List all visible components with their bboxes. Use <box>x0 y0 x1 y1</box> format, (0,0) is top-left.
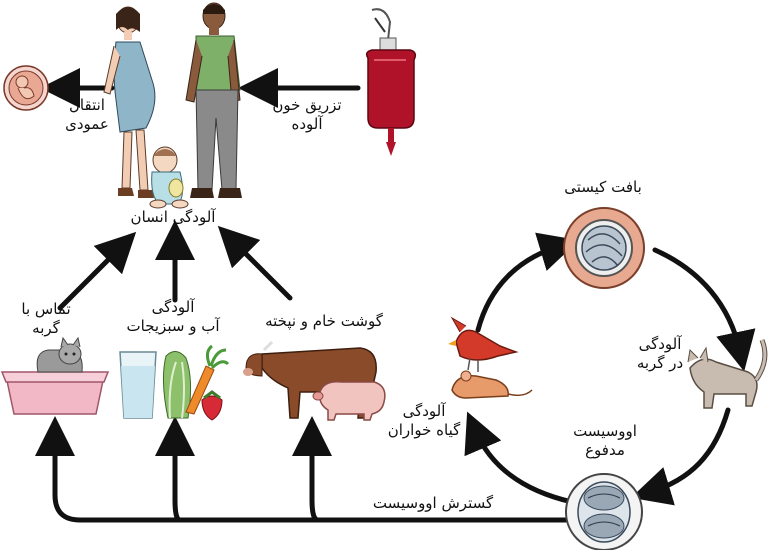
fecal-oocyst-line-1: اووسیست <box>573 422 637 440</box>
tissue-cyst-label: بافت کیستی <box>564 178 642 196</box>
baby-icon <box>149 146 189 209</box>
cat-icon <box>687 339 768 409</box>
human-infection-label: آلودگی انسان <box>130 208 216 226</box>
arrow-spread-water <box>155 416 195 523</box>
pregnant-woman-icon <box>103 6 156 198</box>
arrow-cat-to-human <box>57 231 137 311</box>
vertical-transmission-line-1: انتقال <box>69 96 105 114</box>
vertical-transmission-label: انتقال عمودی <box>62 96 112 134</box>
water-vegetables-line-1: آلودگی <box>151 298 195 316</box>
arrow-spread-meat <box>292 416 332 523</box>
contaminated-blood-line-2: آلوده <box>291 114 323 133</box>
strawberry-icon <box>201 390 223 421</box>
cat-infection-label: آلودگی در گربه <box>620 335 700 373</box>
arrow-oocyst-spread <box>35 416 569 523</box>
arrow-cat-to-oocyst <box>630 407 731 506</box>
pig-icon <box>312 380 386 421</box>
carrot-icon <box>185 344 230 415</box>
tissue-cyst-icon <box>563 207 645 289</box>
blood-bag-icon <box>365 8 417 156</box>
raw-meat-label: گوشت خام و نپخته <box>265 312 383 330</box>
lettuce-icon <box>162 351 192 419</box>
cat-infection-line-2: در گربه <box>636 353 684 372</box>
arrow-cyst-to-cat <box>652 247 756 372</box>
arrow-herbivore-to-cyst <box>475 232 580 333</box>
man-icon <box>185 2 242 198</box>
arrow-oocyst-to-herbivore <box>464 411 575 505</box>
cat-contact-line-1: تماس با <box>21 300 71 318</box>
cat-contact-label: تماس با گربه <box>6 300 86 338</box>
fecal-oocyst-line-2: مدفوع <box>585 440 625 459</box>
contaminated-blood-label: تزریق خون آلوده <box>262 96 352 134</box>
water-glass-icon <box>119 351 157 419</box>
oocyst-spread-label: گسترش اووسیست <box>372 494 494 512</box>
water-vegetables-label: آلودگی آب و سبزیجات <box>114 298 232 336</box>
fetus-icon <box>3 65 49 111</box>
arrows <box>35 68 756 523</box>
arrow-meat-to-human <box>217 225 293 301</box>
contaminated-blood-line-1: تزریق خون <box>272 96 342 114</box>
herbivore-infection-line-1: آلودگی <box>402 402 446 420</box>
herbivore-infection-line-2: گیاه خواران <box>387 420 461 439</box>
mouse-icon <box>451 370 533 399</box>
oocyst-icon <box>565 473 643 550</box>
herbivore-infection-label: آلودگی گیاه خواران <box>374 402 474 440</box>
fecal-oocyst-label: اووسیست مدفوع <box>562 422 648 460</box>
vertical-transmission-line-2: عمودی <box>65 114 109 133</box>
cat-litter-icon <box>0 336 110 415</box>
water-vegetables-line-2: آب و سبزیجات <box>126 316 220 335</box>
cat-infection-line-1: آلودگی <box>638 335 682 353</box>
cat-contact-line-2: گربه <box>32 318 60 337</box>
cardinal-icon <box>448 316 519 372</box>
